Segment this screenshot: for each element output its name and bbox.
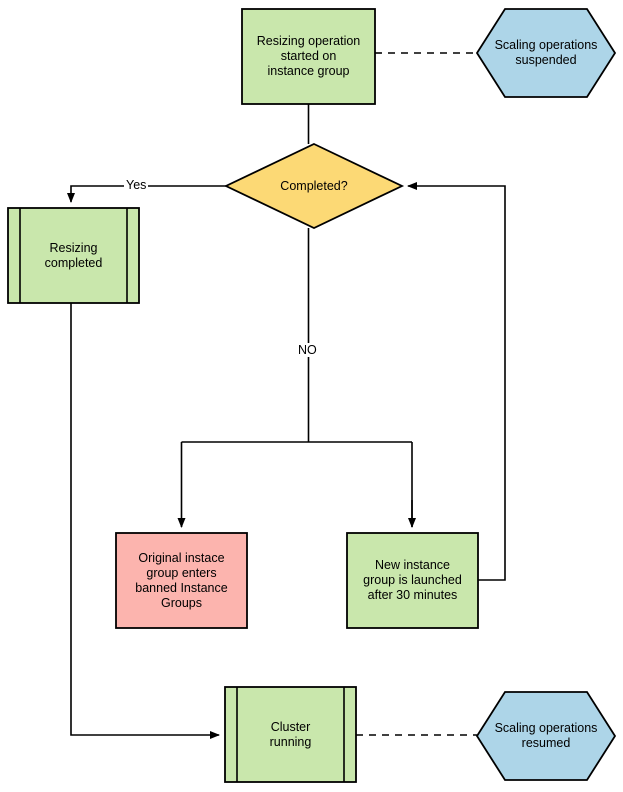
edge-label-yes: Yes (124, 178, 149, 192)
node-cluster-running[interactable] (224, 686, 357, 783)
node-resizing-completed[interactable] (7, 207, 140, 304)
node-new-group-launched[interactable] (346, 532, 479, 629)
edge-completed-yes (67, 185, 226, 203)
node-completed-decision[interactable] (223, 143, 405, 229)
edge-label-no: NO (296, 343, 319, 357)
node-scaling-resumed[interactable] (475, 691, 617, 781)
edges-layer (67, 52, 506, 739)
node-resizing-started[interactable] (241, 8, 376, 105)
node-original-group-banned[interactable] (115, 532, 248, 629)
node-scaling-suspended[interactable] (475, 8, 617, 98)
edge-resizing-to-cluster (70, 303, 220, 739)
nodes-layer (7, 8, 617, 783)
edge-new-group-retry (407, 182, 506, 581)
